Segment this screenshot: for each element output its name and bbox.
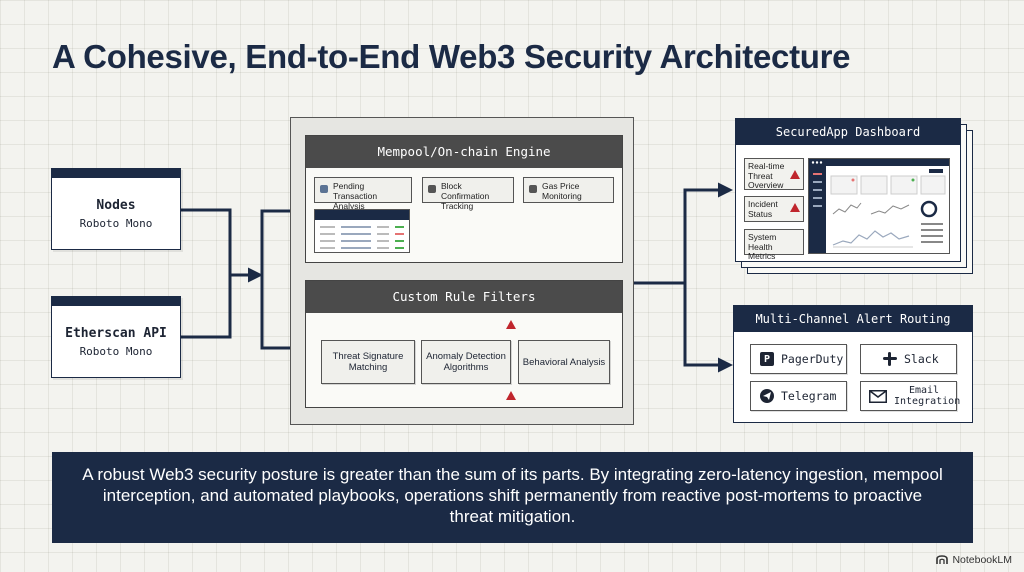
line-to-engine [260,203,306,275]
square-icon [320,185,328,193]
dashboard-preview-icon [809,159,949,253]
line-to-alerts [683,283,733,373]
mini-table-window [314,209,410,253]
summary-text: A robust Web3 security posture is greate… [82,465,943,526]
chip-block-confirm: Block Confirmation Tracking [422,177,514,211]
filter-behavioral-label: Behavioral Analysis [522,356,606,368]
channel-email-label: Email Integration [894,385,961,407]
dashboard-header: SecuredApp Dashboard [736,119,960,145]
tag-threat-overview-label: Real-time Threat Overview [748,161,785,190]
page-title: A Cohesive, End-to-End Web3 Security Arc… [52,38,851,75]
source-nodes-subtitle: Roboto Mono [79,217,153,230]
source-etherscan-subtitle: Roboto Mono [79,345,153,358]
summary-banner: A robust Web3 security posture is greate… [52,452,973,543]
channel-telegram[interactable]: Telegram [750,381,847,411]
warning-icon [790,203,800,212]
brand-name: NotebookLM [952,554,1012,566]
telegram-icon [760,389,774,403]
line-to-filters [260,275,306,356]
slack-icon [883,352,897,366]
filter-anomaly-detection: Anomaly Detection Algorithms [421,340,511,384]
chip-block-confirm-label: Block Confirmation Tracking [441,181,490,211]
channel-slack-label: Slack [904,352,939,366]
table-preview-icon [320,226,404,249]
filters-header: Custom Rule Filters [306,281,622,313]
chip-gas-price: Gas Price Monitoring [523,177,614,203]
filter-threat-signature: Threat Signature Matching [321,340,415,384]
source-etherscan: Etherscan API Roboto Mono [51,296,181,378]
line-nodes-out [180,208,232,275]
tag-incident-status-label: Incident Status [748,199,778,219]
source-nodes: Nodes Roboto Mono [51,168,181,250]
tag-system-health-label: System Health Metrics [748,232,777,261]
line-to-dashboard [683,182,733,283]
pagerduty-icon: P [760,352,774,366]
chip-pending-tx: Pending Transaction Analysis [314,177,412,211]
channel-telegram-label: Telegram [781,389,837,403]
warning-icon [506,320,516,329]
channel-pagerduty-label: PagerDuty [781,352,844,366]
warning-icon [790,170,800,179]
filter-anomaly-detection-label: Anomaly Detection Algorithms [426,351,506,373]
engine-header: Mempool/On-chain Engine [306,136,622,168]
dashboard-screen-preview [808,158,950,254]
channel-email[interactable]: Email Integration [860,381,961,411]
source-nodes-name: Nodes [96,198,136,213]
window-titlebar [315,210,409,220]
email-icon [869,389,887,403]
brand-mark: NotebookLM [936,554,1012,566]
source-etherscan-name: Etherscan API [65,326,167,341]
channel-slack[interactable]: Slack [860,344,957,374]
alerts-header: Multi-Channel Alert Routing [734,306,972,332]
warning-icon [506,391,516,400]
filter-behavioral: Behavioral Analysis [518,340,610,384]
square-icon [428,185,436,193]
tag-system-health: System Health Metrics [744,229,804,261]
chip-pending-tx-label: Pending Transaction Analysis [333,181,378,211]
square-icon [529,185,537,193]
chip-gas-price-label: Gas Price Monitoring [542,181,582,201]
notebooklm-icon [936,555,949,565]
channel-pagerduty[interactable]: P PagerDuty [750,344,847,374]
filter-threat-signature-label: Threat Signature Matching [332,351,404,373]
line-etherscan-out [180,275,232,339]
